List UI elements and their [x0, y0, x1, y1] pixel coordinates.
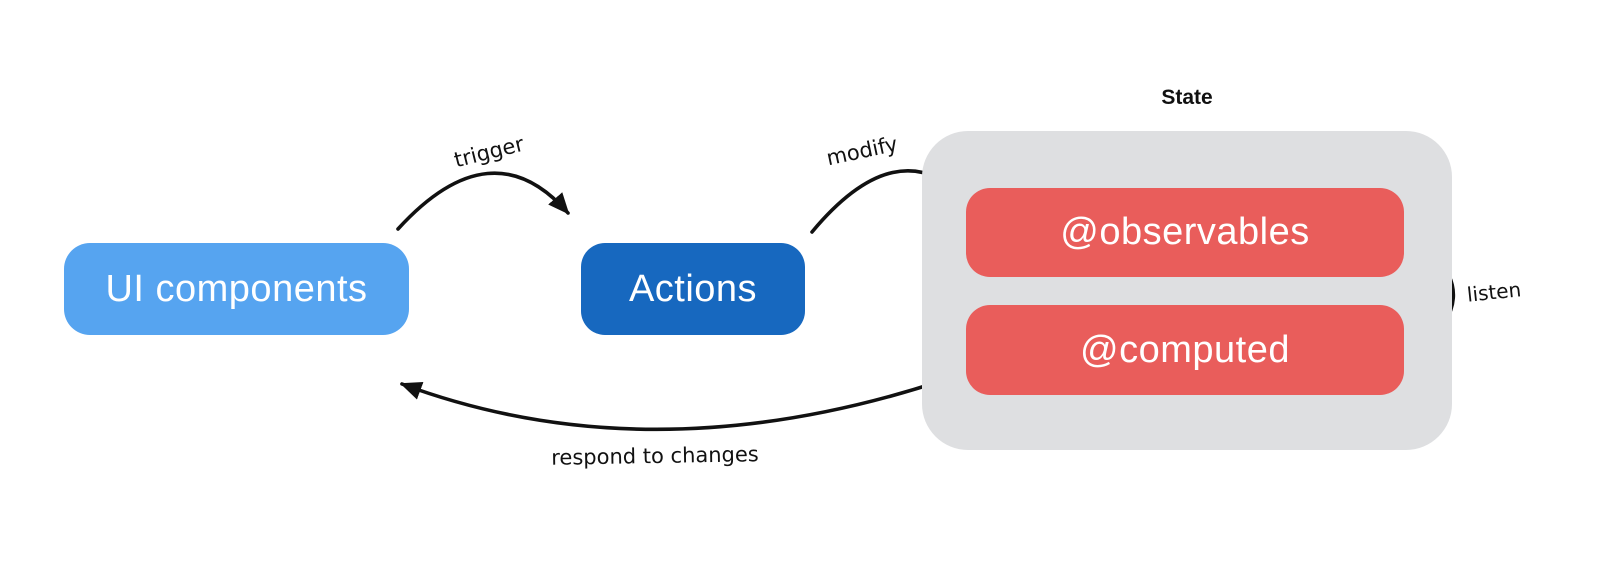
state-container: [922, 131, 1452, 450]
trigger-arrow: [396, 171, 570, 231]
respond-arrow: [399, 375, 955, 432]
node-observables: @observables: [966, 188, 1404, 277]
node-actions: Actions: [581, 243, 805, 335]
node-ui-components-label: UI components: [105, 267, 368, 310]
node-computed: @computed: [966, 305, 1404, 395]
node-ui-components: UI components: [64, 243, 409, 335]
trigger-edge-label: trigger: [451, 131, 527, 173]
listen-edge-label: listen: [1465, 277, 1523, 307]
modify-edge-label: modify: [824, 131, 900, 171]
node-actions-label: Actions: [628, 267, 758, 310]
respond-edge-label: respond to changes: [551, 442, 759, 470]
node-computed-label: @computed: [1080, 328, 1290, 371]
state-group-title: State: [1161, 86, 1213, 109]
node-observables-label: @observables: [1060, 211, 1310, 253]
